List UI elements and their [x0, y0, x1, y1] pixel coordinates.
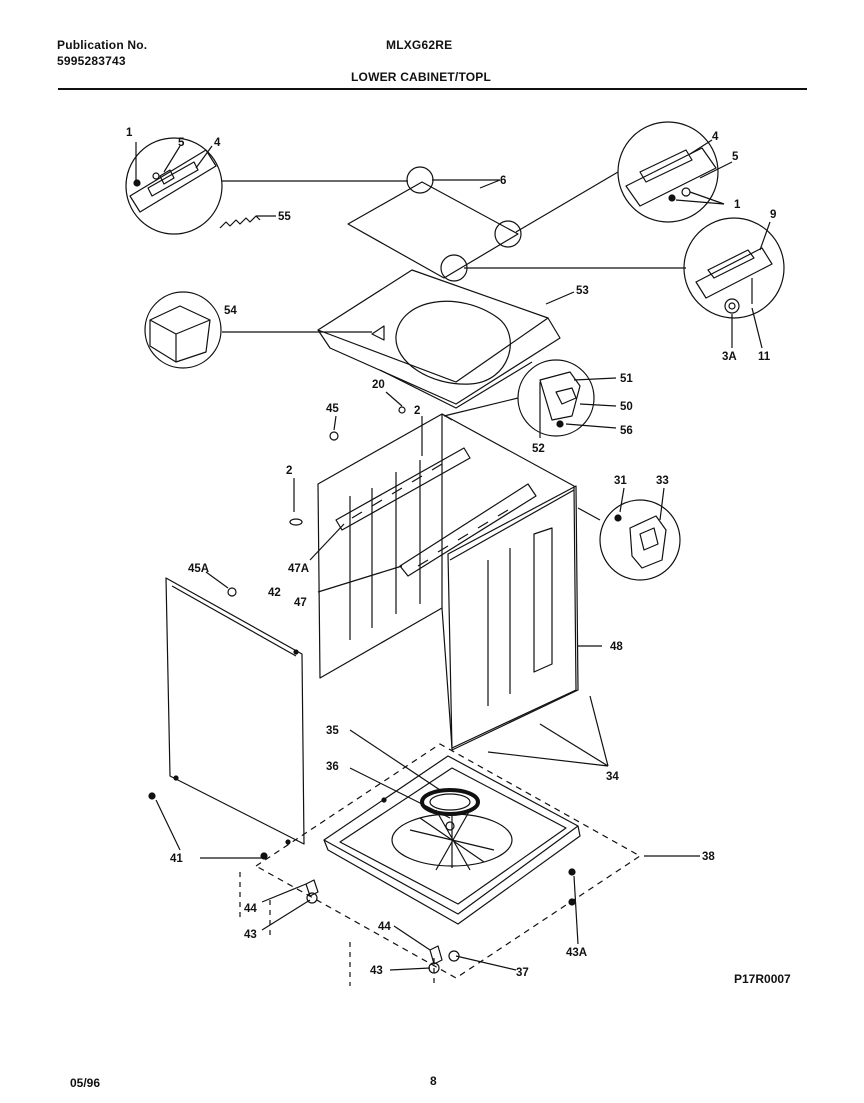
model-number: MLXG62RE: [386, 38, 453, 52]
callout-44: 44: [244, 903, 257, 915]
callout-43A: 43A: [566, 947, 587, 959]
detail-hinge-right: [617, 121, 719, 223]
callout-9: 9: [770, 209, 776, 221]
publication-number: 5995283743: [57, 54, 126, 68]
callout-50: 50: [620, 401, 633, 413]
publication-label: Publication No.: [57, 38, 148, 52]
detail-corner-54: [144, 291, 222, 369]
callout-6: 6: [500, 175, 506, 187]
callout-2: 2: [286, 465, 292, 477]
page-number: 8: [430, 1074, 437, 1088]
detail-latch: [517, 359, 595, 437]
callout-53: 53: [576, 285, 589, 297]
callout-47A: 47A: [288, 563, 309, 575]
callout-42: 42: [268, 587, 281, 599]
callout-4: 4: [214, 137, 221, 149]
diagram-code: P17R0007: [734, 972, 791, 986]
callout-41: 41: [170, 853, 183, 865]
front-panel-42: [165, 577, 305, 845]
callout-20: 20: [372, 379, 385, 391]
callout-5: 5: [178, 137, 185, 149]
lid-6: [347, 166, 522, 282]
callout-labels: 1 5 4 6 55 4 5 1 9 3A 11 54 53 51 50 56 …: [126, 127, 776, 979]
callout-56: 56: [620, 425, 633, 437]
section-title: LOWER CABINET/TOPL: [351, 70, 492, 84]
detail-hinge-left: [125, 137, 223, 235]
callout-45: 45: [326, 403, 339, 415]
callout-1: 1: [126, 127, 133, 139]
callout-37: 37: [516, 967, 529, 979]
cabinet: [289, 406, 579, 751]
callout-51: 51: [620, 373, 633, 385]
base-frame: [323, 755, 581, 925]
callout-44: 44: [378, 921, 391, 933]
callout-11: 11: [758, 351, 771, 363]
top-panel-53: [317, 269, 561, 409]
callout-36: 36: [326, 761, 339, 773]
callout-47: 47: [294, 597, 307, 609]
callout-54: 54: [224, 305, 237, 317]
detail-hinge-9: [683, 217, 785, 319]
callout-43: 43: [370, 965, 383, 977]
callout-1: 1: [734, 199, 741, 211]
callout-52: 52: [532, 443, 545, 455]
callout-33: 33: [656, 475, 669, 487]
callout-38: 38: [702, 851, 715, 863]
spring-55: [219, 215, 261, 229]
detail-switch: [599, 499, 681, 581]
callout-55: 55: [278, 211, 291, 223]
callout-3A: 3A: [722, 351, 737, 363]
callout-35: 35: [326, 725, 339, 737]
callout-43: 43: [244, 929, 257, 941]
callout-5: 5: [732, 151, 739, 163]
callout-48: 48: [610, 641, 623, 653]
callout-4: 4: [712, 131, 719, 143]
callout-31: 31: [614, 475, 627, 487]
header-rule: [58, 88, 807, 90]
callout-45A: 45A: [188, 563, 209, 575]
callout-34: 34: [606, 771, 619, 783]
footer-date: 05/96: [70, 1076, 101, 1090]
callout-2: 2: [414, 405, 420, 417]
